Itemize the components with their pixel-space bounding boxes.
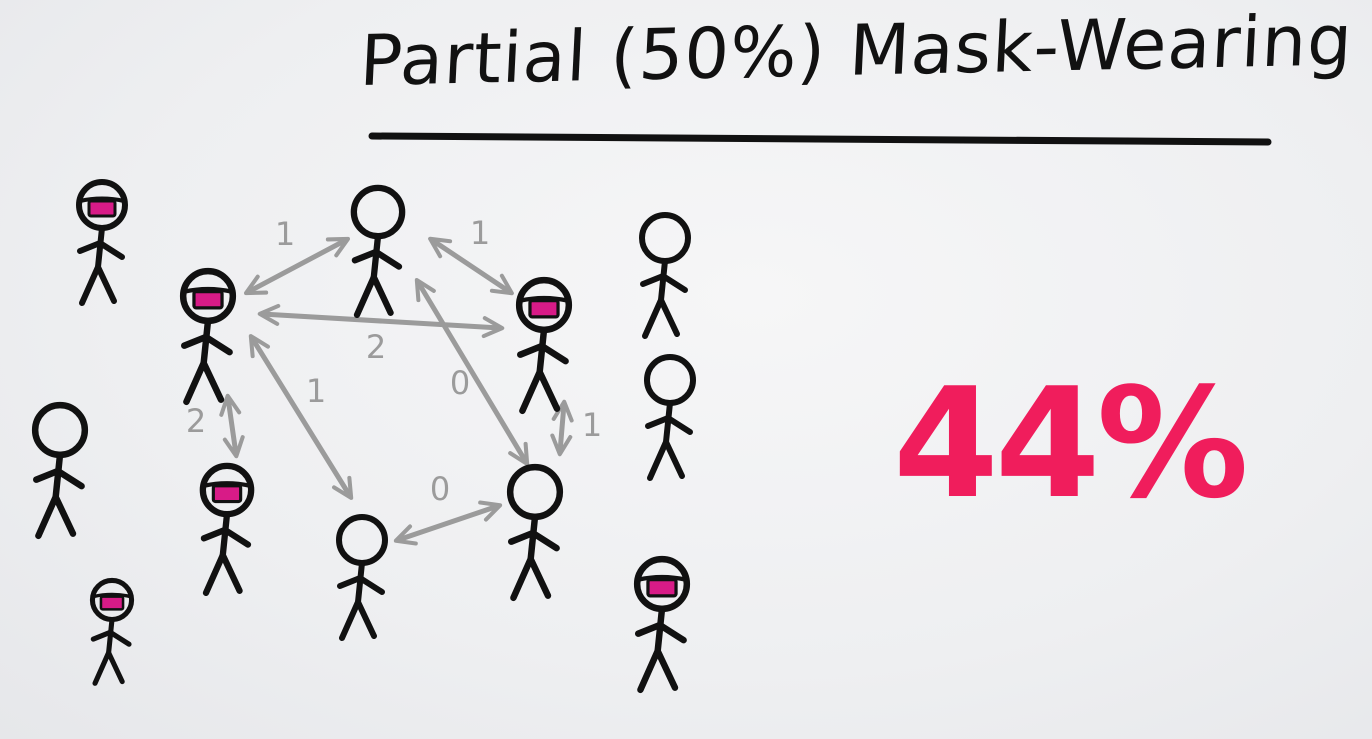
unmasked-person (642, 215, 688, 336)
unmasked-person (510, 467, 560, 598)
face-mask-icon (530, 301, 558, 317)
masked-person (203, 466, 251, 593)
masked-person (92, 580, 131, 683)
masked-person (183, 271, 233, 402)
person-legs (640, 651, 675, 690)
person-body (661, 261, 665, 300)
interaction-count-label: 2 (366, 328, 386, 366)
interaction-count-label: 1 (582, 406, 602, 444)
face-mask-icon (213, 486, 240, 502)
interaction-count-label: 1 (275, 215, 295, 253)
unmasked-person (647, 357, 693, 478)
person-legs (650, 442, 682, 478)
interaction-arrow (228, 398, 236, 454)
person-head (35, 405, 85, 455)
person-body (109, 620, 112, 653)
person-body (98, 228, 102, 267)
person-body (666, 403, 670, 442)
person-legs (38, 497, 73, 536)
face-mask-icon (101, 597, 123, 610)
person-head (642, 215, 688, 261)
masked-person (637, 559, 687, 690)
person-legs (206, 555, 240, 593)
person-legs (95, 653, 122, 684)
person-head (510, 467, 560, 517)
unmasked-person (35, 405, 85, 536)
interaction-arrow (262, 314, 500, 328)
interaction-arrow (248, 240, 346, 292)
face-mask-icon (194, 292, 222, 308)
interaction-arrow (252, 338, 350, 496)
masked-person (79, 182, 125, 303)
masked-person (519, 280, 569, 411)
person-body (358, 563, 362, 602)
person-legs (342, 602, 374, 638)
title-underline (372, 136, 1268, 142)
face-mask-icon (89, 201, 115, 216)
person-head (339, 517, 385, 563)
interaction-count-label: 0 (430, 470, 450, 508)
interaction-arrow (418, 282, 526, 462)
person-body (658, 609, 662, 651)
person-body (540, 330, 544, 372)
person-legs (645, 300, 677, 336)
person-head (354, 188, 402, 236)
person-body (531, 517, 535, 559)
result-percentage: 44% (893, 355, 1245, 532)
person-legs (357, 277, 391, 315)
person-legs (82, 267, 114, 303)
interaction-count-label: 0 (450, 364, 470, 402)
person-head (647, 357, 693, 403)
face-mask-icon (648, 580, 676, 596)
person-body (204, 321, 208, 363)
person-body (374, 236, 378, 277)
interaction-arrow (560, 404, 564, 452)
unmasked-person (354, 188, 402, 315)
interaction-count-label: 1 (470, 214, 490, 252)
interaction-arrow (398, 506, 498, 540)
person-legs (522, 372, 557, 411)
person-legs (513, 559, 548, 598)
interaction-count-label: 2 (186, 402, 206, 440)
person-legs (186, 363, 221, 402)
person-body (56, 455, 60, 497)
person-body (223, 514, 227, 555)
interaction-count-label: 1 (306, 372, 326, 410)
unmasked-person (339, 517, 385, 638)
